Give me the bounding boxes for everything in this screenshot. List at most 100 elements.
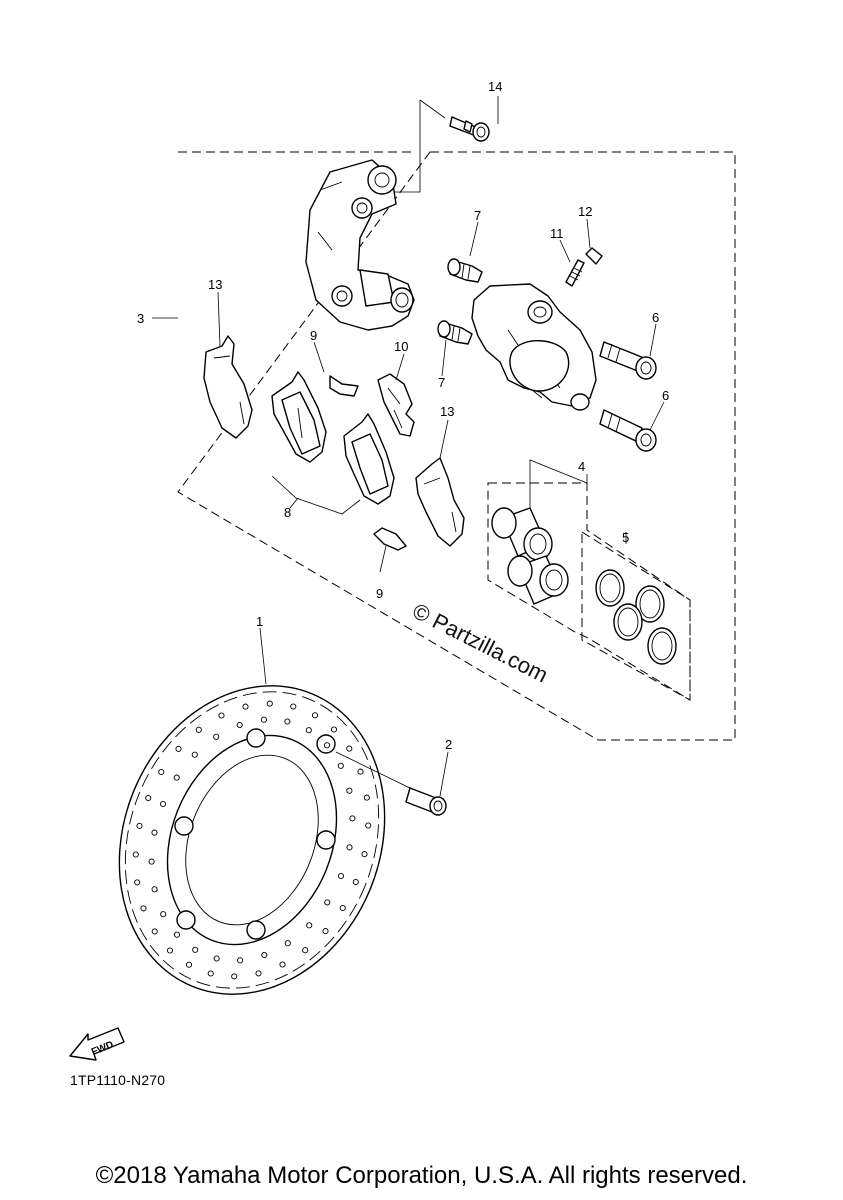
disc-hole <box>236 721 243 729</box>
brake-disc-1 <box>118 685 386 995</box>
disc-hole <box>213 955 220 962</box>
piston-seal-boundary <box>581 531 691 701</box>
bracket-bolt-leader <box>394 96 499 193</box>
disc-hole <box>160 911 167 918</box>
disc-hole <box>346 787 353 794</box>
disc-hole <box>284 718 291 725</box>
callout-9-upper: 9 <box>310 328 317 343</box>
callout-6-upper: 6 <box>652 310 659 325</box>
disc-hole <box>175 745 182 752</box>
caliper-body <box>471 283 597 411</box>
disc-hole <box>185 961 193 968</box>
callout-10: 10 <box>394 339 408 354</box>
callout-9-lower: 9 <box>376 586 383 601</box>
disc-hole <box>302 947 309 954</box>
slide-pin-boot-7-upper <box>447 258 483 283</box>
brake-pad-8-right <box>343 413 395 505</box>
disc-hole <box>261 951 268 959</box>
piston-seals-5 <box>595 569 677 665</box>
disc-hole <box>151 886 158 893</box>
disc-hole <box>134 879 141 886</box>
disc-hole <box>349 815 356 822</box>
disc-hole <box>266 700 273 707</box>
caliper-piston-4-lower <box>507 555 569 605</box>
disc-hole <box>173 931 181 938</box>
disc-hole <box>213 733 220 740</box>
drawing-code: 1TP1110-N270 <box>70 1072 166 1088</box>
pad-leader <box>271 475 361 515</box>
disc-hole <box>151 928 158 935</box>
disc-hole <box>192 946 199 953</box>
disc-hole <box>352 878 359 886</box>
disc-bolt-2 <box>335 751 447 816</box>
disc-hole <box>158 768 165 776</box>
disc-hole <box>324 899 331 906</box>
disc-hole <box>279 961 286 968</box>
callout-4: 4 <box>578 459 585 474</box>
disc-hole <box>159 800 167 808</box>
callout-14: 14 <box>488 79 502 94</box>
disc-hole <box>365 822 372 829</box>
callout-12: 12 <box>578 204 592 219</box>
disc-hole <box>305 727 312 734</box>
callout-13-left: 13 <box>208 277 222 292</box>
disc-hole <box>145 794 152 802</box>
callout-7-upper: 7 <box>474 208 481 223</box>
callout-6-lower: 6 <box>662 388 669 403</box>
disc-hole <box>337 872 345 880</box>
brake-pad-8-left <box>271 371 327 463</box>
callout-5: 5 <box>622 530 629 545</box>
disc-hole <box>260 716 267 723</box>
disc-hole <box>166 947 174 954</box>
disc-hole <box>337 762 344 769</box>
pad-shim-13-right <box>415 457 465 547</box>
disc-hole <box>346 745 353 752</box>
callout-2: 2 <box>445 737 452 752</box>
disc-hole <box>140 905 147 912</box>
pad-shim-13-left <box>203 335 253 439</box>
callout-1: 1 <box>256 614 263 629</box>
disc-hole <box>346 844 353 851</box>
callout-13-right: 13 <box>440 404 454 419</box>
caliper-bolt-6-lower <box>599 409 657 452</box>
bleeder-screw-11 <box>565 259 585 287</box>
pad-spring-9-lower <box>373 527 407 551</box>
disc-hole <box>242 703 249 710</box>
callout-3: 3 <box>137 311 144 326</box>
forward-direction-arrow: FWD <box>69 1027 125 1061</box>
disc-hole <box>231 973 238 980</box>
disc-hole <box>290 703 297 710</box>
disc-hole <box>323 742 331 749</box>
disc-hole <box>339 904 346 912</box>
disc-hole <box>322 928 329 935</box>
disc-hole <box>357 768 364 775</box>
caliper-bracket <box>305 159 415 331</box>
disc-hole <box>284 940 291 947</box>
caliper-bolt-6-upper <box>599 341 657 380</box>
disc-hole <box>218 712 225 719</box>
callout-11: 11 <box>550 226 564 241</box>
bracket-bolt-14 <box>449 116 490 142</box>
disc-hole <box>173 774 180 781</box>
disc-hole <box>255 970 262 977</box>
disc-hole <box>136 822 143 829</box>
disc-hole <box>306 922 313 929</box>
disc-hole <box>151 829 158 836</box>
disc-perforations <box>132 700 372 980</box>
disc-hole <box>148 858 155 865</box>
caliper-piston-4-upper <box>491 507 553 561</box>
disc-hole <box>330 726 338 733</box>
disc-hole <box>207 970 214 977</box>
disc-hole <box>132 851 139 858</box>
callout-8: 8 <box>284 505 291 520</box>
caliper-assembly-boundary <box>177 151 736 741</box>
pad-spring-9-upper <box>329 375 359 397</box>
callout-7-lower: 7 <box>438 375 445 390</box>
disc-hole <box>363 794 370 801</box>
disc-hole <box>237 957 244 964</box>
disc-hole <box>191 751 198 758</box>
bleeder-cap-12 <box>585 247 603 265</box>
pad-retainer-10 <box>377 373 415 437</box>
